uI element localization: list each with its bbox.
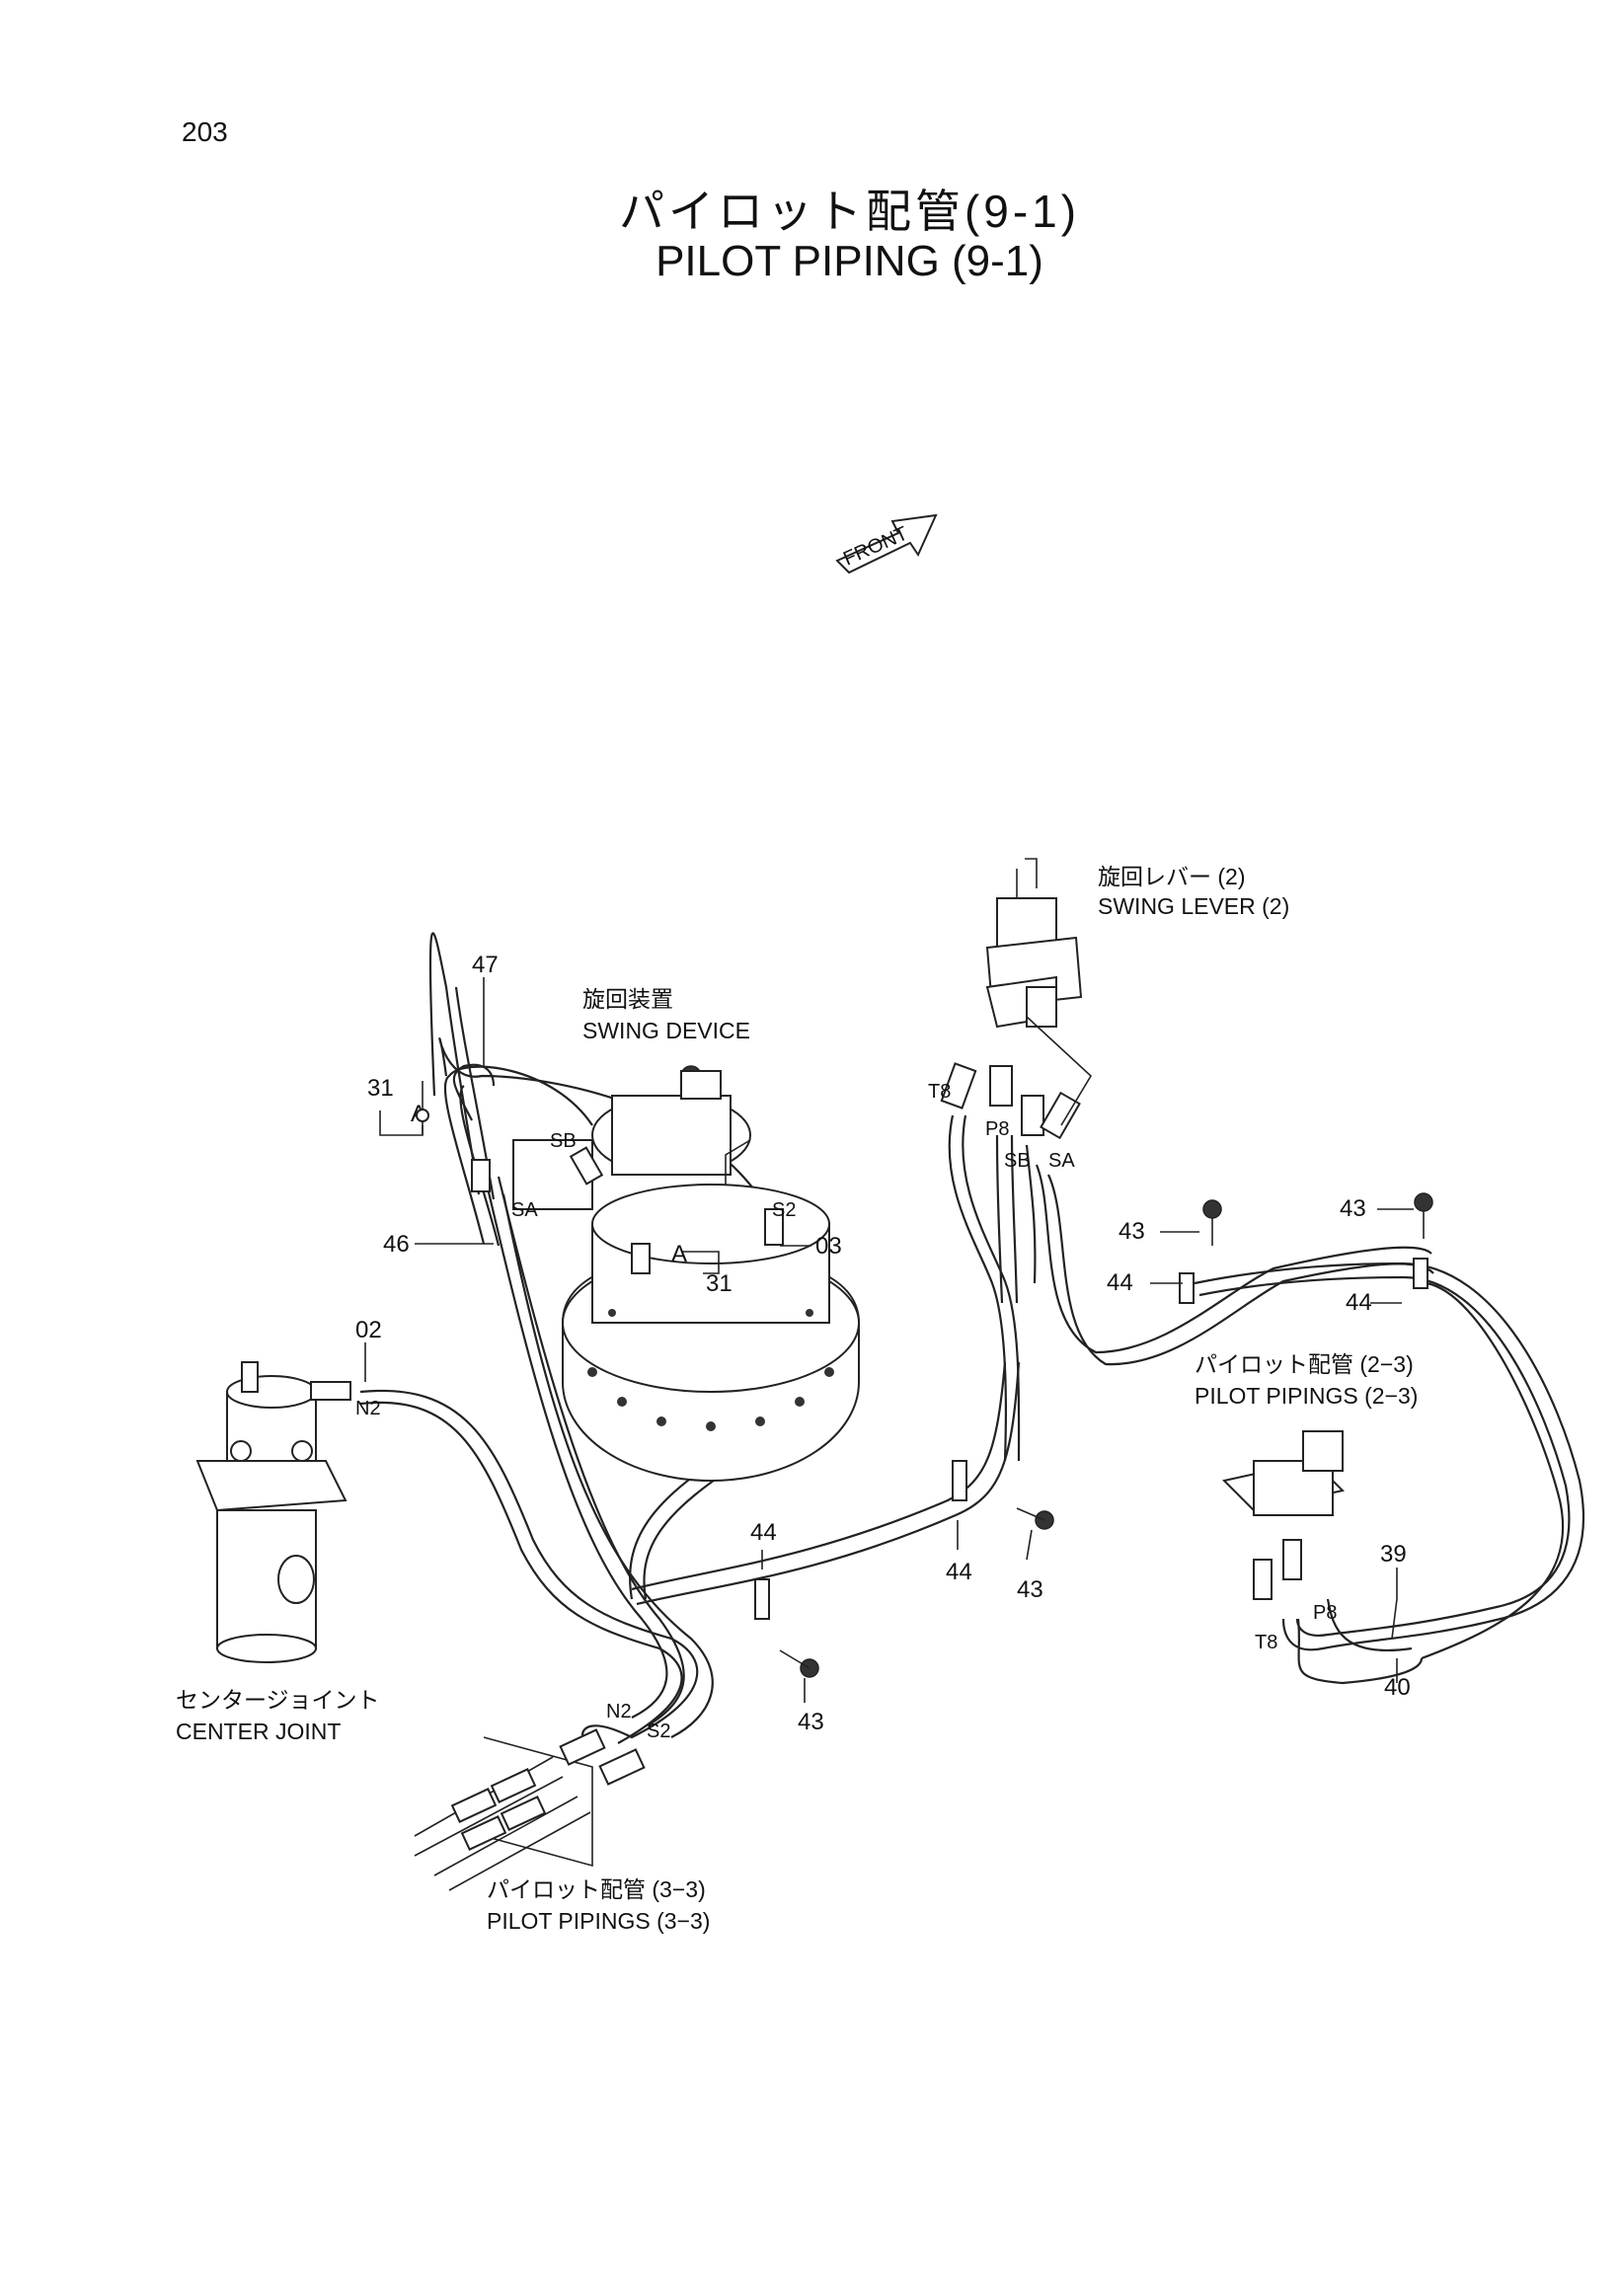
port-label-sa: SA — [511, 1199, 538, 1221]
detail-mark-a: A — [671, 1241, 687, 1267]
callout-44: 44 — [1107, 1269, 1133, 1296]
leader-lines — [364, 977, 1414, 1703]
swing-device-label-jp: 旋回装置 — [582, 986, 673, 1012]
callout-43: 43 — [1017, 1576, 1043, 1603]
pilot-pipings-2-3-label-jp: パイロット配管 (2−3) — [1195, 1351, 1414, 1377]
port-labels: SB SA S2 T8 P8 SB SA N2 N2 S2 T8 P8 — [355, 1081, 1337, 1742]
port-label-s2: S2 — [772, 1199, 796, 1221]
callout-43: 43 — [798, 1709, 824, 1735]
swing-device-drawing — [471, 1065, 860, 1482]
swing-lever-label-jp: 旋回レバー (2) — [1098, 864, 1246, 889]
port-label-p8: P8 — [985, 1118, 1009, 1140]
front-arrow: FRONT — [835, 513, 938, 574]
callout-43: 43 — [1340, 1195, 1366, 1222]
swing-lever-label: SWING LEVER (2) — [1098, 893, 1289, 919]
callout-44: 44 — [1346, 1289, 1372, 1316]
center-joint-label-jp: センタージョイント — [176, 1687, 380, 1713]
port-label-sb: SB — [550, 1130, 577, 1152]
swing-lever-drawing — [940, 858, 1093, 1140]
page-title: PILOT PIPING (9-1) — [656, 237, 1043, 285]
callout-44: 44 — [946, 1559, 972, 1585]
port-label-n2: N2 — [355, 1398, 381, 1419]
pilot-pipings-3-3-label: PILOT PIPINGS (3−3) — [487, 1908, 710, 1934]
pilot-valve-drawing — [1222, 1430, 1345, 1600]
callout-44: 44 — [750, 1519, 777, 1546]
callout-31: 31 — [367, 1075, 394, 1102]
center-joint-label: CENTER JOINT — [176, 1719, 341, 1744]
swing-device-label: SWING DEVICE — [582, 1018, 750, 1043]
center-joint-drawing — [195, 1361, 351, 1663]
callout-02: 02 — [355, 1317, 382, 1343]
pilot-pipings-2-3-label: PILOT PIPINGS (2−3) — [1195, 1383, 1418, 1409]
port-label-p8: P8 — [1313, 1602, 1337, 1624]
port-label-sb: SB — [1004, 1150, 1031, 1172]
front-arrow-label: FRONT — [840, 522, 911, 570]
port-label-t8: T8 — [928, 1081, 951, 1103]
callout-47: 47 — [472, 952, 499, 978]
pilot-pipings-3-3-label-jp: パイロット配管 (3−3) — [487, 1876, 706, 1902]
port-label-s2: S2 — [647, 1721, 670, 1742]
port-label-sa: SA — [1048, 1150, 1075, 1172]
callout-43: 43 — [1119, 1218, 1145, 1245]
callout-40: 40 — [1384, 1674, 1411, 1701]
component-labels: 旋回レバー (2) SWING LEVER (2) 旋回装置 SWING DEV… — [176, 864, 1418, 1934]
page-number: 203 — [182, 116, 228, 147]
callout-46: 46 — [383, 1231, 410, 1258]
detail-marks: A A — [411, 1101, 687, 1267]
port-label-n2: N2 — [606, 1701, 632, 1722]
callout-numbers: 47 31 31 46 03 02 43 43 43 43 44 44 44 4… — [355, 952, 1411, 1735]
page-title-japanese: パイロット配管(9-1) — [618, 186, 1081, 237]
callout-03: 03 — [815, 1233, 842, 1260]
clamps-and-bolts — [754, 1192, 1433, 1678]
pipe-ends-3-3 — [450, 1728, 646, 1868]
callout-39: 39 — [1380, 1541, 1407, 1568]
callout-31: 31 — [706, 1270, 733, 1297]
port-label-t8: T8 — [1255, 1632, 1277, 1653]
